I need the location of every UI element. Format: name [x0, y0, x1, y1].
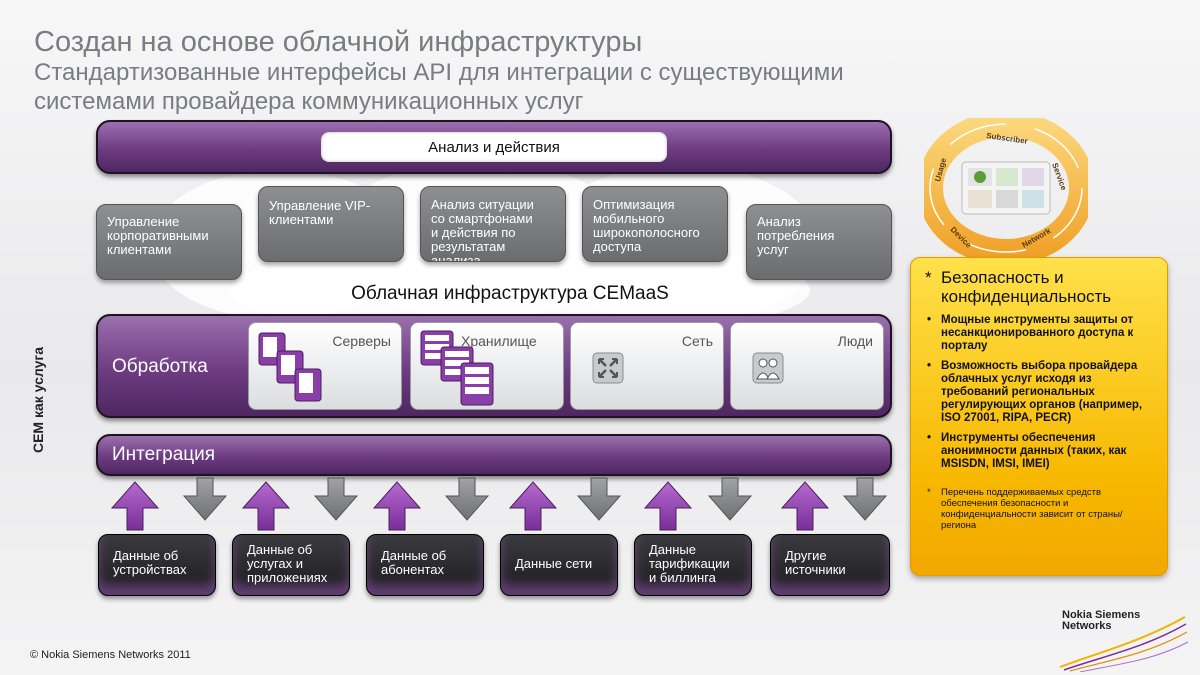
security-title: * Безопасность и конфиденциальность	[925, 268, 1155, 306]
up-arrow-icon	[780, 481, 830, 531]
data-source-network: Данные сети	[500, 534, 618, 596]
use-case-text: анализа	[431, 253, 481, 262]
use-case-text: и действия по	[431, 225, 516, 240]
tile-label: Сеть	[681, 333, 713, 349]
use-case-mobile-broadband: Оптимизация мобильного широкополосного д…	[582, 186, 728, 262]
data-source-text: приложениях	[247, 570, 328, 585]
up-arrow-icon	[372, 481, 422, 531]
tile-network: Сеть	[570, 322, 724, 410]
up-arrow-icon	[643, 481, 693, 531]
title-block: Создан на основе облачной инфраструктуры…	[34, 26, 934, 116]
servers-icon	[258, 332, 322, 402]
tile-storage: Хранилище	[410, 322, 564, 410]
data-source-subscribers: Данные об абонентах	[366, 534, 484, 596]
down-arrow-icon	[182, 477, 228, 521]
use-case-text: клиентами	[107, 242, 172, 257]
data-source-devices: Данные об устройствах	[98, 534, 216, 596]
use-case-consumption: Анализ потребления услуг	[746, 204, 892, 280]
side-label-text: CEM как услуга	[30, 346, 46, 454]
cem-cycle-diagram: Subscriber Service Network Device Usage	[924, 118, 1088, 258]
processing-label: Обработка	[112, 356, 208, 377]
brand-name: Nokia Siemens	[1062, 609, 1141, 621]
use-case-text: широкополосного	[593, 225, 700, 240]
use-case-text: Управление	[107, 214, 180, 229]
security-note-star: *	[927, 487, 931, 498]
tile-servers: Серверы	[248, 322, 402, 410]
use-case-text: Оптимизация	[593, 197, 675, 212]
security-bullet: Возможность выбора провайдера облачных у…	[925, 360, 1155, 425]
use-case-text: потребления	[757, 228, 835, 243]
cloud-infrastructure-label: Облачная инфраструктура CEMaaS	[351, 283, 669, 304]
data-source-text: Данные об	[247, 542, 313, 557]
use-case-text: доступа	[593, 239, 642, 254]
people-icon	[752, 352, 784, 384]
data-source-other: Другие источники	[770, 534, 890, 596]
brand-name: Networks	[1062, 620, 1112, 632]
use-case-text: услуг	[757, 242, 789, 257]
tile-people: Люди	[730, 322, 884, 410]
security-title-line: конфиденциальность	[941, 287, 1112, 306]
data-source-text: и биллинга	[649, 570, 716, 585]
tile-label: Хранилище	[461, 333, 537, 349]
data-source-text: услугах и	[247, 556, 303, 571]
analysis-label: Анализ и действия	[428, 138, 560, 156]
up-arrow-icon	[241, 481, 291, 531]
use-case-text: корпоративными	[107, 228, 209, 243]
use-case-text: Анализ ситуации	[431, 197, 534, 212]
use-case-text: Управление VIP-	[269, 198, 371, 213]
data-source-text: Данные	[649, 542, 696, 557]
use-case-smartphones: Анализ ситуации со смартфонами и действи…	[420, 186, 566, 262]
use-case-text: клиентами	[269, 212, 334, 227]
integration-bar	[96, 434, 892, 476]
security-star: *	[925, 268, 932, 287]
data-source-services: Данные об услугах и приложениях	[232, 534, 350, 596]
down-arrow-icon	[842, 477, 888, 521]
down-arrow-icon	[576, 477, 622, 521]
tile-label: Люди	[837, 333, 873, 349]
tile-label: Серверы	[332, 333, 391, 349]
storage-icon	[420, 330, 494, 406]
down-arrow-icon	[444, 477, 490, 521]
security-title-line: Безопасность и	[941, 268, 1064, 287]
up-arrow-icon	[508, 481, 558, 531]
data-source-text: Данные об	[381, 548, 447, 563]
page-subtitle-line-1: Стандартизованные интерфейсы API для инт…	[34, 59, 844, 86]
network-icon	[592, 352, 624, 384]
data-source-billing: Данные тарификации и биллинга	[634, 534, 752, 596]
use-case-text: результатам	[431, 239, 506, 254]
down-arrow-icon	[707, 477, 753, 521]
use-case-text: со смартфонами	[431, 211, 533, 226]
data-source-text: Данные об	[113, 548, 179, 563]
data-source-text: абонентах	[381, 562, 445, 577]
up-arrow-icon	[110, 481, 160, 531]
page-subtitle-line-2: системами провайдера коммуникационных ус…	[34, 88, 584, 115]
data-source-text: источники	[785, 562, 846, 577]
page-title: Создан на основе облачной инфраструктуры	[34, 26, 643, 58]
data-source-text: тарификации	[649, 556, 730, 571]
data-source-text: Данные сети	[515, 556, 593, 571]
use-case-text: мобильного	[593, 211, 665, 226]
security-note-text: Перечень поддерживаемых средств обеспече…	[941, 487, 1123, 531]
brand-swoosh-icon	[1059, 616, 1189, 672]
security-panel: * Безопасность и конфиденциальность Мощн…	[910, 257, 1168, 576]
analysis-label-box: Анализ и действия	[321, 132, 667, 162]
brand-logo: Nokia Siemens Networks	[1062, 610, 1140, 632]
use-case-text: Анализ	[757, 214, 801, 229]
integration-label: Интеграция	[112, 444, 216, 465]
security-bullet: Мощные инструменты защиты от несанкциони…	[925, 314, 1155, 353]
use-case-vip: Управление VIP- клиентами	[258, 186, 404, 262]
data-source-text: устройствах	[113, 562, 187, 577]
data-source-text: Другие	[785, 548, 827, 563]
copyright: © Nokia Siemens Networks 2011	[30, 649, 191, 661]
security-list: Мощные инструменты защиты от несанкциони…	[925, 314, 1155, 471]
down-arrow-icon	[313, 477, 359, 521]
use-case-corporate: Управление корпоративными клиентами	[96, 204, 242, 280]
security-note: * Перечень поддерживаемых средств обеспе…	[925, 487, 1155, 531]
security-bullet: Инструменты обеспечения анонимности данн…	[925, 432, 1155, 471]
